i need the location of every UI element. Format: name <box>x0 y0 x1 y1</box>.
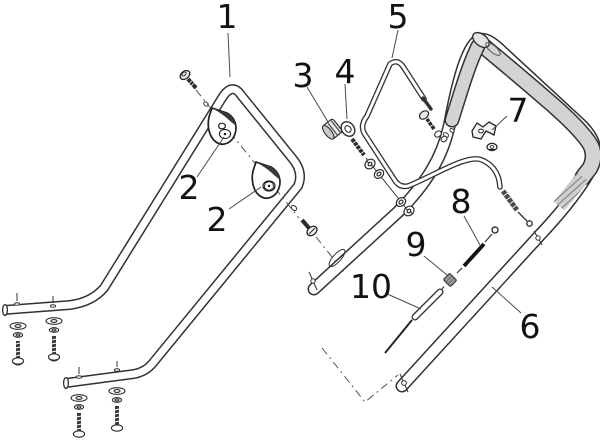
callout-7: 7 <box>508 91 529 130</box>
cam-lock-lever-lower <box>251 160 281 199</box>
cable-black-section <box>462 242 486 268</box>
grip-end-cap <box>472 31 490 49</box>
callout-5: 5 <box>388 0 409 36</box>
carriage-bolt <box>72 413 86 438</box>
tube-open-end-left <box>1 303 9 317</box>
clamp-bolt <box>179 69 198 90</box>
callout-10: 10 <box>350 267 392 306</box>
callout-4: 4 <box>335 52 356 91</box>
handle-grip <box>444 31 600 211</box>
mounting-holes <box>13 101 298 379</box>
clamp-screw <box>300 218 318 237</box>
handle-mounting-hardware <box>9 317 126 438</box>
carriage-bolt <box>11 341 25 366</box>
leader-lines <box>196 29 522 314</box>
control-bail-loop <box>359 58 503 190</box>
grip-end-cap-detail <box>485 42 501 56</box>
brake-cable-assembly <box>384 226 499 354</box>
cable-adjuster <box>500 189 533 227</box>
cable-eyelet <box>491 226 499 234</box>
callout-labels: 1 2 2 3 4 5 6 7 8 9 10 <box>179 0 541 346</box>
cable-ferrule <box>443 273 457 287</box>
bail-mount-bolt <box>418 110 448 143</box>
callout-2b: 2 <box>207 200 228 239</box>
cable-bracket <box>471 121 498 152</box>
callout-1: 1 <box>217 0 238 36</box>
cam-lock-lever-upper <box>207 106 237 145</box>
tube-slot-detail <box>328 248 346 268</box>
upper-handle-holes <box>308 128 543 393</box>
tube-open-end-right <box>62 376 70 390</box>
carriage-bolt <box>47 336 61 362</box>
carriage-bolt <box>110 406 124 432</box>
pivot-nuts-washers <box>364 158 415 217</box>
bracket-nut <box>486 142 498 152</box>
callout-6: 6 <box>520 307 541 346</box>
cable-lower-wire <box>384 319 413 354</box>
assembly-centerline <box>321 347 399 403</box>
lower-handle-tube <box>1 84 305 390</box>
callout-3: 3 <box>293 56 314 95</box>
knob <box>321 118 343 140</box>
callout-2a: 2 <box>179 168 200 207</box>
callout-8: 8 <box>451 182 472 221</box>
washer-and-eyebolt <box>340 121 366 157</box>
callout-9: 9 <box>406 225 427 264</box>
cable-end-eyelet <box>526 220 533 227</box>
bail-hook-end <box>421 96 433 111</box>
grip-hatched-section <box>553 172 589 211</box>
